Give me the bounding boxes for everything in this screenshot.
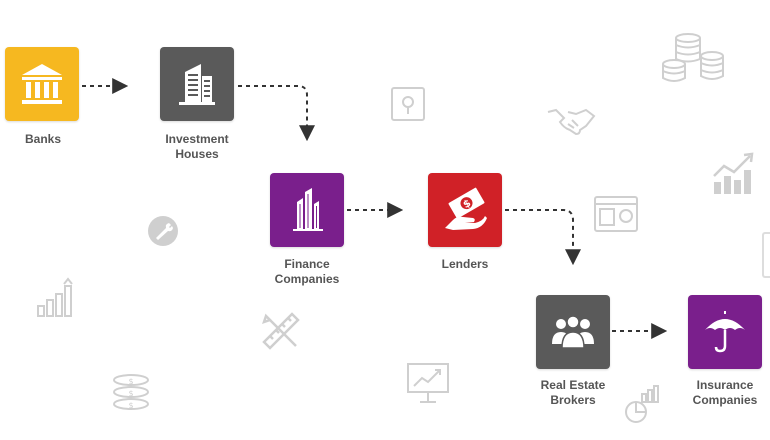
bar-chart-arrow-icon xyxy=(37,277,73,317)
investment-houses-node[interactable] xyxy=(160,47,234,121)
dashboard-icon xyxy=(594,196,638,232)
lenders-node[interactable]: $ xyxy=(428,173,502,247)
skyscraper-icon xyxy=(293,188,323,231)
finance-companies-node[interactable] xyxy=(270,173,344,247)
building-icon xyxy=(179,64,215,105)
handshake-icon xyxy=(547,108,596,136)
svg-text:$: $ xyxy=(128,377,133,386)
clipboard-icon xyxy=(391,87,425,121)
svg-text:$: $ xyxy=(128,389,133,398)
connector-investment-to-finance xyxy=(238,85,315,142)
people-group-icon xyxy=(552,315,594,349)
ruler-pencil-icon xyxy=(262,312,300,350)
svg-text:$: $ xyxy=(461,198,473,211)
bank-icon xyxy=(22,64,62,104)
insurance-companies-label: Insurance Companies xyxy=(692,378,758,407)
money-hand-icon: $ xyxy=(445,187,487,230)
real-estate-brokers-node[interactable] xyxy=(536,295,610,369)
investment-houses-label: Investment Houses xyxy=(165,132,229,161)
finance-companies-label: Finance Companies xyxy=(274,257,340,286)
analytics-icon xyxy=(625,385,659,423)
edge-decoration xyxy=(762,232,770,278)
presentation-chart-icon xyxy=(407,363,449,403)
wrench-icon xyxy=(148,216,178,246)
bar-chart-up-icon xyxy=(713,152,754,194)
coins-icon: $ $ $ xyxy=(113,374,149,410)
connector-lenders-to-brokers xyxy=(505,209,581,266)
insurance-companies-node[interactable] xyxy=(688,295,762,369)
umbrella-icon xyxy=(705,311,745,353)
banks-label: Banks xyxy=(24,132,62,146)
coins-stack-icon xyxy=(662,33,724,82)
real-estate-brokers-label: Real Estate Brokers xyxy=(540,378,606,407)
banks-node[interactable] xyxy=(5,47,79,121)
svg-text:$: $ xyxy=(128,401,133,410)
lenders-label: Lenders xyxy=(441,257,489,271)
